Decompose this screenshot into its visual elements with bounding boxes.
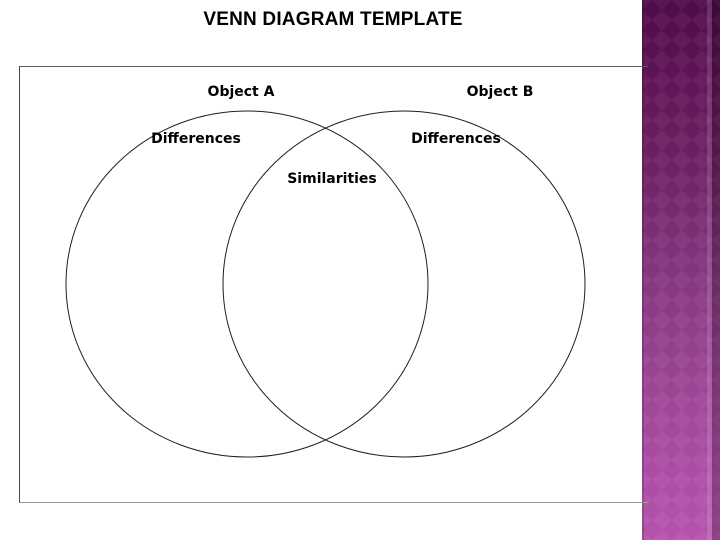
label-similarities: Similarities [287,171,377,187]
venn-circle-a [65,110,429,458]
label-differences-left: Differences [151,131,241,147]
venn-circle-b [222,110,586,458]
label-object-a: Object A [207,84,275,100]
sidebar-highlight-strip [707,0,712,540]
label-object-b: Object B [466,84,534,100]
sidebar-shadow-strip [712,0,720,540]
sidebar-decoration [642,0,720,540]
slide-title: VENN DIAGRAM TEMPLATE [203,9,463,30]
label-differences-right: Differences [411,131,501,147]
sidebar-left-edge [642,0,644,540]
